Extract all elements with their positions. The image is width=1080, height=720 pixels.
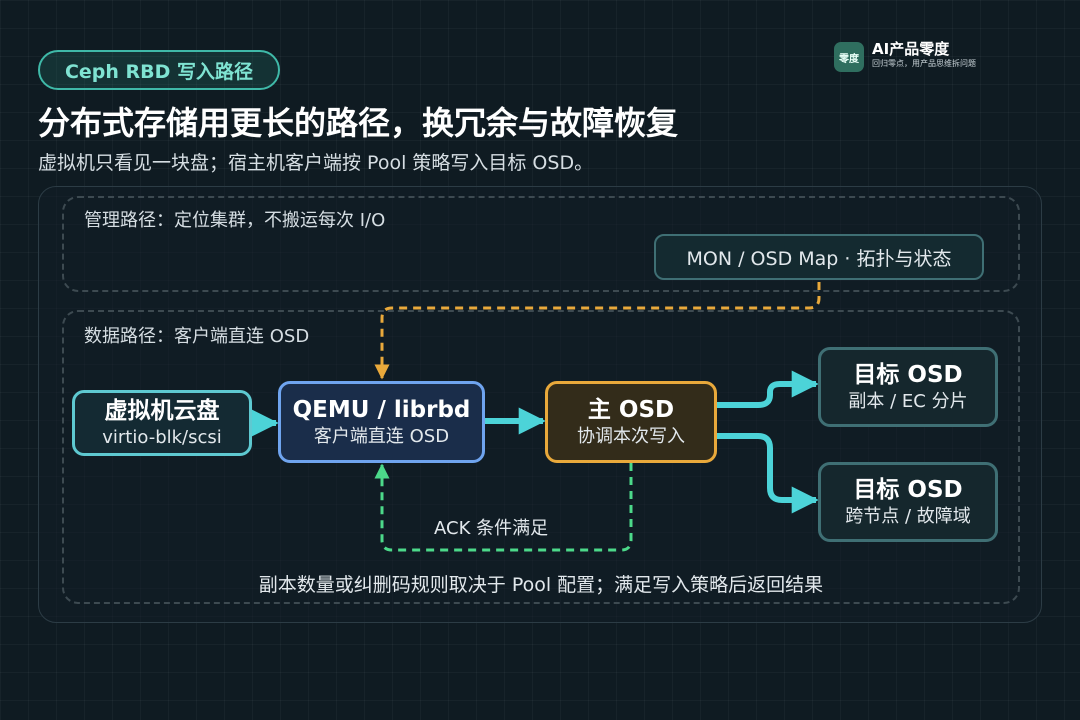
data-path-label: 数据路径：客户端直连 OSD [84, 326, 310, 347]
topic-tag: Ceph RBD 写入路径 [38, 50, 280, 90]
target-osd-1-title: 目标 OSD [853, 361, 963, 388]
management-path-zone [62, 196, 1020, 292]
target-osd-node-1: 目标 OSD 副本 / EC 分片 [818, 347, 998, 427]
target-osd-node-2: 目标 OSD 跨节点 / 故障域 [818, 462, 998, 542]
primary-osd-node: 主 OSD 协调本次写入 [545, 381, 717, 463]
target-osd-1-subtitle: 副本 / EC 分片 [848, 390, 968, 412]
ack-label: ACK 条件满足 [434, 518, 549, 539]
brand-logo: 零度 [834, 42, 864, 72]
page-subtitle: 虚拟机只看见一块盘；宿主机客户端按 Pool 策略写入目标 OSD。 [38, 152, 594, 174]
management-path-label: 管理路径：定位集群，不搬运每次 I/O [84, 210, 386, 231]
vm-disk-node: 虚拟机云盘 virtio-blk/scsi [72, 390, 252, 456]
vm-disk-title: 虚拟机云盘 [104, 397, 220, 424]
brand-name: AI产品零度 [872, 40, 950, 58]
primary-osd-title: 主 OSD [587, 396, 675, 423]
edge-primary-to-target-2 [717, 433, 819, 514]
qemu-title: QEMU / librbd [292, 396, 471, 423]
edge-mgmt-map-to-qemu [374, 282, 821, 380]
target-osd-2-subtitle: 跨节点 / 故障域 [845, 505, 971, 527]
vm-disk-subtitle: virtio-blk/scsi [102, 426, 222, 448]
edge-primary-to-target-1 [717, 370, 819, 408]
qemu-subtitle: 客户端直连 OSD [313, 425, 450, 447]
qemu-librbd-node: QEMU / librbd 客户端直连 OSD [278, 381, 485, 463]
data-path-zone [62, 310, 1020, 604]
page-title: 分布式存储用更长的路径，换冗余与故障恢复 [38, 104, 679, 142]
target-osd-2-title: 目标 OSD [853, 476, 963, 503]
mon-osd-map-node: MON / OSD Map · 拓扑与状态 [654, 234, 984, 280]
primary-osd-subtitle: 协调本次写入 [577, 425, 685, 447]
footer-note: 副本数量或纠删码规则取决于 Pool 配置；满足写入策略后返回结果 [258, 574, 824, 596]
brand-tagline: 回归零点，用产品思维拆问题 [872, 59, 976, 68]
